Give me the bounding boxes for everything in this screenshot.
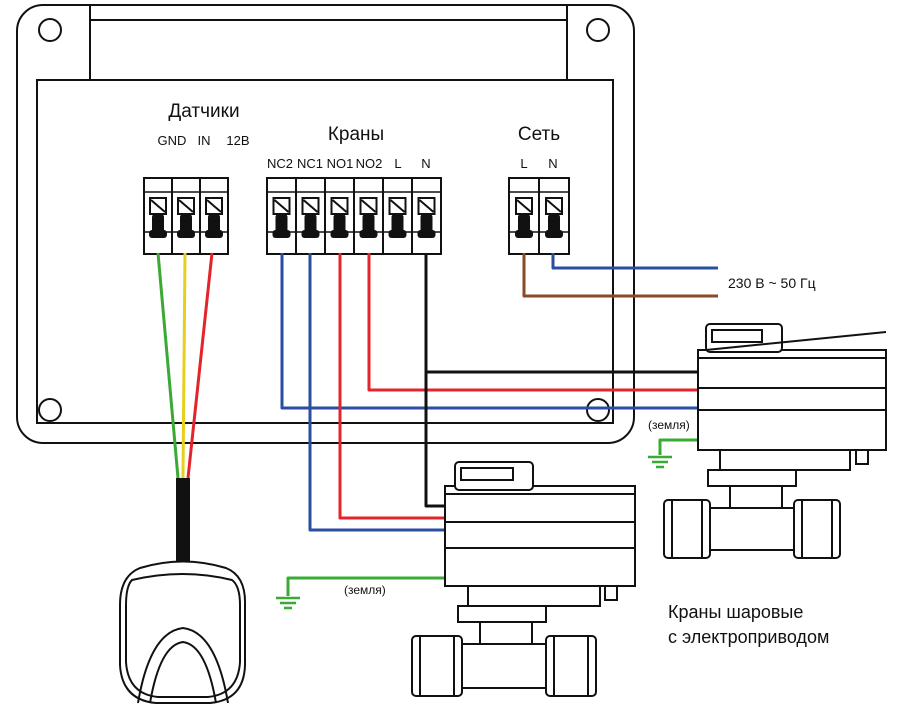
controller-housing <box>16 4 635 444</box>
wire-yellow-in <box>181 252 187 479</box>
leak-sensor <box>119 478 247 704</box>
valve-terminal-n <box>411 178 436 254</box>
terminal-label-no1: NO1 <box>327 156 354 171</box>
sensor-terminal-12b <box>199 178 223 254</box>
wire-red-no2 <box>367 253 698 392</box>
valves-title: Краны <box>328 124 384 145</box>
terminal-label-in: IN <box>198 133 211 148</box>
sensor-wires <box>156 252 214 479</box>
mains-voltage-label: 230 В ~ 50 Гц <box>728 275 816 291</box>
mount-hole-bottom-left <box>38 398 62 422</box>
mount-hole-top-right <box>586 18 610 42</box>
wire-brown-mains-l <box>522 253 718 298</box>
sensor-terminal-block <box>143 177 229 255</box>
caption-line-1: Краны шаровые <box>668 602 803 622</box>
valve-terminal-nc2 <box>272 197 291 238</box>
mount-hole-top-left <box>38 18 62 42</box>
ball-valve-1 <box>411 461 636 697</box>
terminal-label-gnd: GND <box>158 133 187 148</box>
wire-red-no1 <box>338 253 445 520</box>
sensors-title: Датчики <box>168 101 239 122</box>
mains-terminal-l <box>515 197 533 238</box>
mount-hole-bottom-right <box>586 398 610 422</box>
terminal-label-n: N <box>421 156 430 171</box>
mains-terminal-block <box>508 177 570 255</box>
ground-wires <box>286 438 698 596</box>
mains-label-n: N <box>548 156 557 171</box>
valve-terminal-block <box>266 177 442 255</box>
mains-label-l: L <box>520 156 527 171</box>
terminal-label-12b: 12B <box>226 133 249 148</box>
ground-label-1: (земля) <box>344 583 386 597</box>
terminal-label-no2: NO2 <box>356 156 383 171</box>
ground-symbol-1 <box>276 596 300 610</box>
wire-green-gnd <box>156 252 180 479</box>
sensor-terminal-in <box>171 178 195 254</box>
valve-terminal-nc1 <box>295 178 320 254</box>
valve-terminal-no1 <box>324 178 349 254</box>
terminal-label-nc1: NC1 <box>297 156 323 171</box>
ground-symbol-2 <box>648 455 672 469</box>
ball-valve-2 <box>663 323 887 559</box>
terminal-label-nc2: NC2 <box>267 156 293 171</box>
wire-red-12b <box>186 252 214 479</box>
ground-label-2: (земля) <box>648 418 690 432</box>
wire-blue-nc2 <box>280 253 698 410</box>
sensor-terminal-gnd <box>149 197 167 238</box>
valve-terminal-no2 <box>353 178 378 254</box>
mains-title: Сеть <box>518 124 560 145</box>
wire-blue-nc1 <box>308 253 445 532</box>
wire-blue-mains-n <box>551 253 718 270</box>
mains-wires <box>522 253 718 298</box>
valve-terminal-l <box>382 178 407 254</box>
terminal-label-l: L <box>394 156 401 171</box>
caption-line-2: с электроприводом <box>668 627 829 647</box>
mains-terminal-n <box>538 178 563 254</box>
wire-black-n <box>424 253 445 508</box>
valve-wires <box>280 253 698 532</box>
